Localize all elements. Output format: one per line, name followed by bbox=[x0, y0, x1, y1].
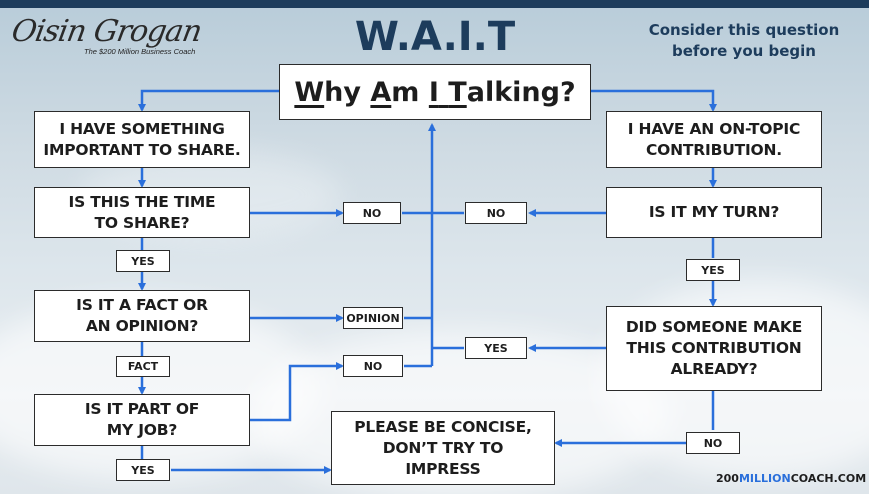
site-part: 200 bbox=[716, 472, 739, 485]
subtitle: Consider this question before you begin bbox=[648, 21, 840, 60]
node-time-to-share: IS THIS THE TIME TO SHARE? bbox=[34, 187, 250, 238]
node-contribution-already: DID SOMEONE MAKE THIS CONTRIBUTION ALREA… bbox=[606, 306, 822, 391]
label-no-already: NO bbox=[686, 432, 740, 454]
node-be-concise: PLEASE BE CONCISE, DON’T TRY TO IMPRESS bbox=[331, 411, 555, 485]
website-link[interactable]: 200MILLIONCOACH.COM bbox=[716, 472, 866, 485]
question-part: m bbox=[391, 76, 429, 108]
top-bar bbox=[0, 0, 869, 8]
page-title: W.A.I.T bbox=[354, 14, 516, 60]
label-no-time: NO bbox=[343, 202, 401, 224]
label-fact: FACT bbox=[116, 356, 170, 377]
arrow-job-to-no bbox=[250, 362, 344, 422]
logo-signature: Oisin Grogan bbox=[8, 14, 204, 49]
label-no-turn: NO bbox=[465, 202, 527, 224]
question-letter-t: T bbox=[448, 76, 467, 108]
question-letter-a: A bbox=[370, 76, 392, 108]
node-on-topic-contribution: I HAVE AN ON-TOPIC CONTRIBUTION. bbox=[606, 111, 822, 168]
arrow-question-to-ontopic bbox=[591, 89, 717, 112]
question-letter-i: I bbox=[428, 76, 439, 108]
label-yes-already: YES bbox=[465, 337, 527, 359]
question-space bbox=[439, 77, 448, 108]
question-letter-w: W bbox=[294, 76, 325, 108]
node-my-turn: IS IT MY TURN? bbox=[606, 187, 822, 238]
question-part: hy bbox=[324, 76, 371, 108]
node-important-to-share: I HAVE SOMETHING IMPORTANT TO SHARE. bbox=[34, 111, 250, 168]
node-part-of-job: IS IT PART OF MY JOB? bbox=[34, 394, 250, 446]
arrow-question-to-important bbox=[138, 89, 279, 112]
label-yes-turn: YES bbox=[686, 259, 740, 281]
label-yes-time: YES bbox=[116, 250, 170, 272]
label-yes-job: YES bbox=[116, 459, 170, 481]
label-no-job: NO bbox=[343, 355, 403, 377]
logo-tagline: The $200 Million Business Coach bbox=[84, 47, 196, 56]
site-part: COACH.COM bbox=[790, 472, 867, 485]
site-part-highlight: MILLION bbox=[738, 472, 791, 485]
question-part: alking? bbox=[466, 76, 576, 108]
label-opinion: OPINION bbox=[343, 307, 403, 329]
node-fact-or-opinion: IS IT A FACT OR AN OPINION? bbox=[34, 290, 250, 342]
